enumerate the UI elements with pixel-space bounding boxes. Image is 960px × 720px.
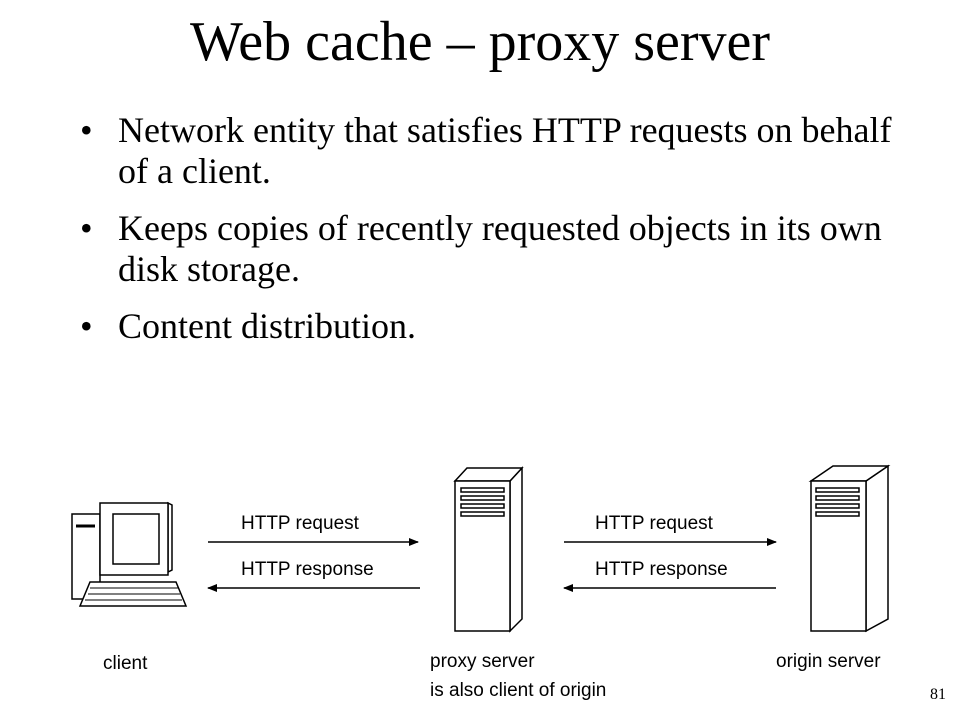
slide-title: Web cache – proxy server — [189, 11, 771, 73]
proxy-server-sublabel: is also client of origin — [430, 680, 607, 701]
bullet-marker: • — [80, 110, 93, 150]
proxy-server-side — [509, 466, 523, 633]
bullet-marker: • — [80, 208, 93, 248]
origin-server-label: origin server — [776, 651, 881, 672]
page-number: 81 — [930, 686, 946, 703]
proxy-server-top — [453, 467, 524, 482]
client-label: client — [103, 653, 148, 674]
bullet-text: Network entity that satisfies HTTP reque… — [118, 110, 892, 191]
bullet-list: • Network entity that satisfies HTTP requ… — [80, 110, 920, 363]
client-screen — [112, 513, 160, 565]
bullet-item: • Network entity that satisfies HTTP requ… — [80, 110, 920, 192]
right-response-label: HTTP response — [595, 559, 728, 580]
right-request-label: HTTP request — [595, 513, 713, 534]
proxy-server-icon — [453, 466, 524, 633]
bullet-item: • Keeps copies of recently requested obje… — [80, 208, 920, 290]
bullet-text: Content distribution. — [118, 306, 417, 346]
origin-server-side — [865, 464, 889, 633]
left-response-label: HTTP response — [241, 559, 374, 580]
bullet-text: Keeps copies of recently requested objec… — [118, 208, 882, 289]
proxy-server-label: proxy server — [430, 651, 535, 672]
origin-server-icon — [808, 464, 891, 633]
bullet-marker: • — [80, 306, 93, 346]
left-request-label: HTTP request — [241, 513, 359, 534]
client-tower — [71, 513, 101, 600]
bullet-item: • Content distribution. — [80, 306, 920, 347]
client-computer-icon — [71, 501, 188, 607]
